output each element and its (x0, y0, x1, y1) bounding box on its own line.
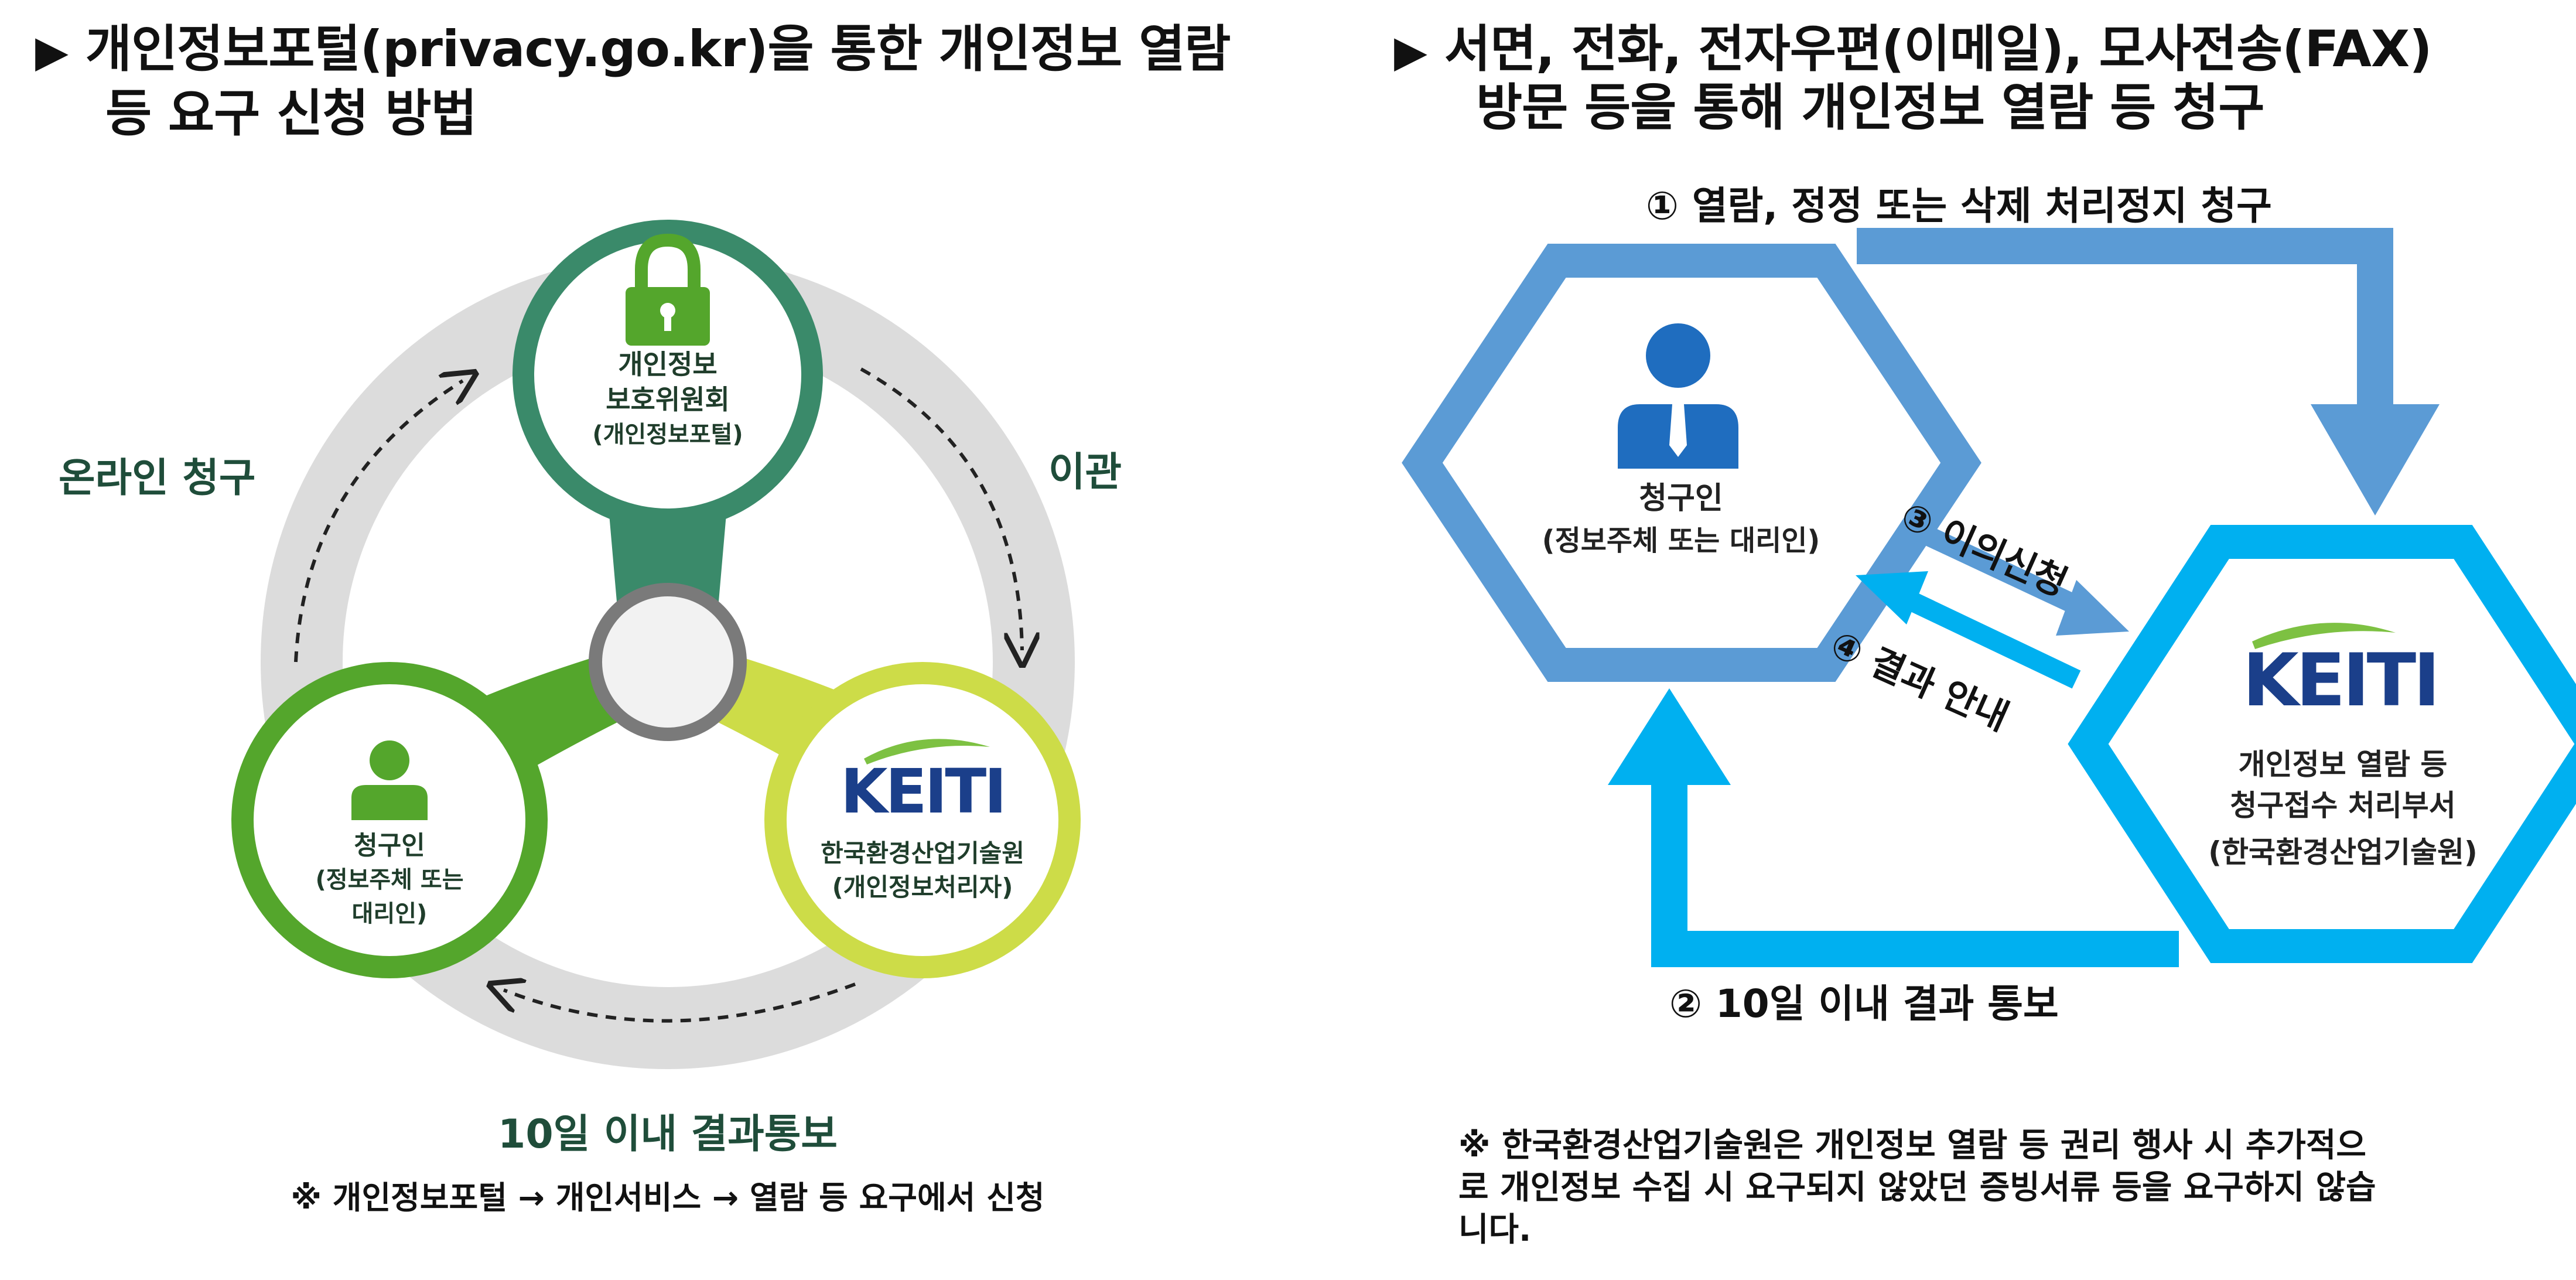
right-heading-line2: 방문 등을 통해 개인정보 열람 등 청구 (1476, 78, 2264, 137)
keiti-swoosh-icon (2252, 623, 2396, 649)
top-node-line1: 개인정보 (618, 349, 718, 380)
left-node-line2: (정보주체 또는 (315, 866, 464, 893)
left-heading-line1: 개인정보포털(privacy.go.kr)을 통한 개인정보 열람 (85, 20, 1231, 78)
arrow-transfer (860, 367, 1022, 650)
step2-label: ② 10일 이내 결과 통보 (1669, 981, 2059, 1026)
three-node-cycle-diagram (231, 220, 1081, 1069)
requester-line1: 청구인 (1639, 481, 1723, 516)
arrow-step2-head (1608, 688, 1731, 785)
arrow-step3 (1899, 515, 2096, 622)
dept-line2: 청구접수 처리부서 (2230, 789, 2456, 822)
lock-icon (626, 233, 710, 346)
top-node-line3: (개인정보포털) (592, 421, 743, 448)
node-right-face (787, 684, 1058, 956)
right-note: ※ 한국환경산업기술원은 개인정보 열람 등 권리 행사 시 추가적으 로 개인… (1458, 1125, 2560, 1251)
right-node-line2: (개인정보처리자) (832, 873, 1013, 902)
top-node-label: 개인정보 보호위원회 (개인정보포털) (527, 347, 808, 452)
node-top-face (534, 241, 801, 508)
arrow-step2 (1651, 779, 2179, 967)
hexagon-dept (2068, 525, 2576, 963)
left-heading-line2: 등 요구 신청 방법 (105, 84, 477, 143)
left-heading: ▶ 개인정보포털(privacy.go.kr)을 통한 개인정보 열람 (35, 16, 1312, 84)
right-note-line3: 니다. (1458, 1211, 1532, 1249)
keiti-logo-left: KEITI (841, 756, 1007, 827)
label-result-notice: 10일 이내 결과통보 (498, 1111, 838, 1158)
left-node-line1: 청구인 (354, 831, 425, 861)
step1-label: ① 열람, 정정 또는 삭제 처리정지 청구 (1646, 183, 2272, 228)
arrow-step4-head (1856, 571, 1928, 624)
requester-line2: (정보주체 또는 대리인) (1542, 524, 1820, 557)
arrow-online-request (294, 381, 463, 663)
left-footnote: ※ 개인정보포털 → 개인서비스 → 열람 등 요구에서 신청 (291, 1179, 1045, 1216)
keiti-swoosh-icon (864, 739, 990, 764)
right-note-line2: 로 개인정보 수집 시 요구되지 않았던 증빙서류 등을 요구하지 않습 (1458, 1169, 2376, 1207)
dept-line1: 개인정보 열람 등 (2238, 747, 2448, 781)
arrow-step3-head (2056, 580, 2129, 636)
right-heading-line1: 서면, 전화, 전자우편(이메일), 모사전송(FAX) (1444, 20, 2432, 78)
requester-label: 청구인 (정보주체 또는 대리인) (1535, 477, 1827, 562)
requester-person-icon (1618, 323, 1738, 469)
right-note-line1: ※ 한국환경산업기술원은 개인정보 열람 등 권리 행사 시 추가적으 (1458, 1127, 2366, 1165)
keiti-logo-right: KEITI (2242, 639, 2441, 723)
right-node-line1: 한국환경산업기술원 (821, 839, 1024, 868)
arrow-step1 (1857, 228, 2393, 410)
arrow-step1-head (2311, 404, 2440, 516)
dept-label: 개인정보 열람 등 청구접수 처리부서 (한국환경산업기술원) (2144, 744, 2542, 873)
request-flow-diagram (1402, 228, 2576, 967)
dept-line3: (한국환경산업기술원) (2208, 835, 2478, 869)
right-heading: ▶ 서면, 전화, 전자우편(이메일), 모사전송(FAX) (1394, 16, 2571, 84)
label-online-request: 온라인 청구 (59, 455, 256, 501)
triangle-bullet-icon: ▶ (1394, 26, 1427, 77)
arrow-step4 (1887, 582, 2081, 689)
right-node-label: 한국환경산업기술원 (개인정보처리자) (791, 837, 1054, 904)
person-icon (351, 740, 428, 820)
top-node-line2: 보호위원회 (606, 384, 730, 415)
triangle-bullet-icon: ▶ (35, 26, 69, 77)
left-node-line3: 대리인) (351, 900, 428, 927)
left-node-label: 청구인 (정보주체 또는 대리인) (261, 829, 518, 931)
hub-inner (602, 596, 733, 728)
label-transfer: 이관 (1048, 449, 1122, 496)
